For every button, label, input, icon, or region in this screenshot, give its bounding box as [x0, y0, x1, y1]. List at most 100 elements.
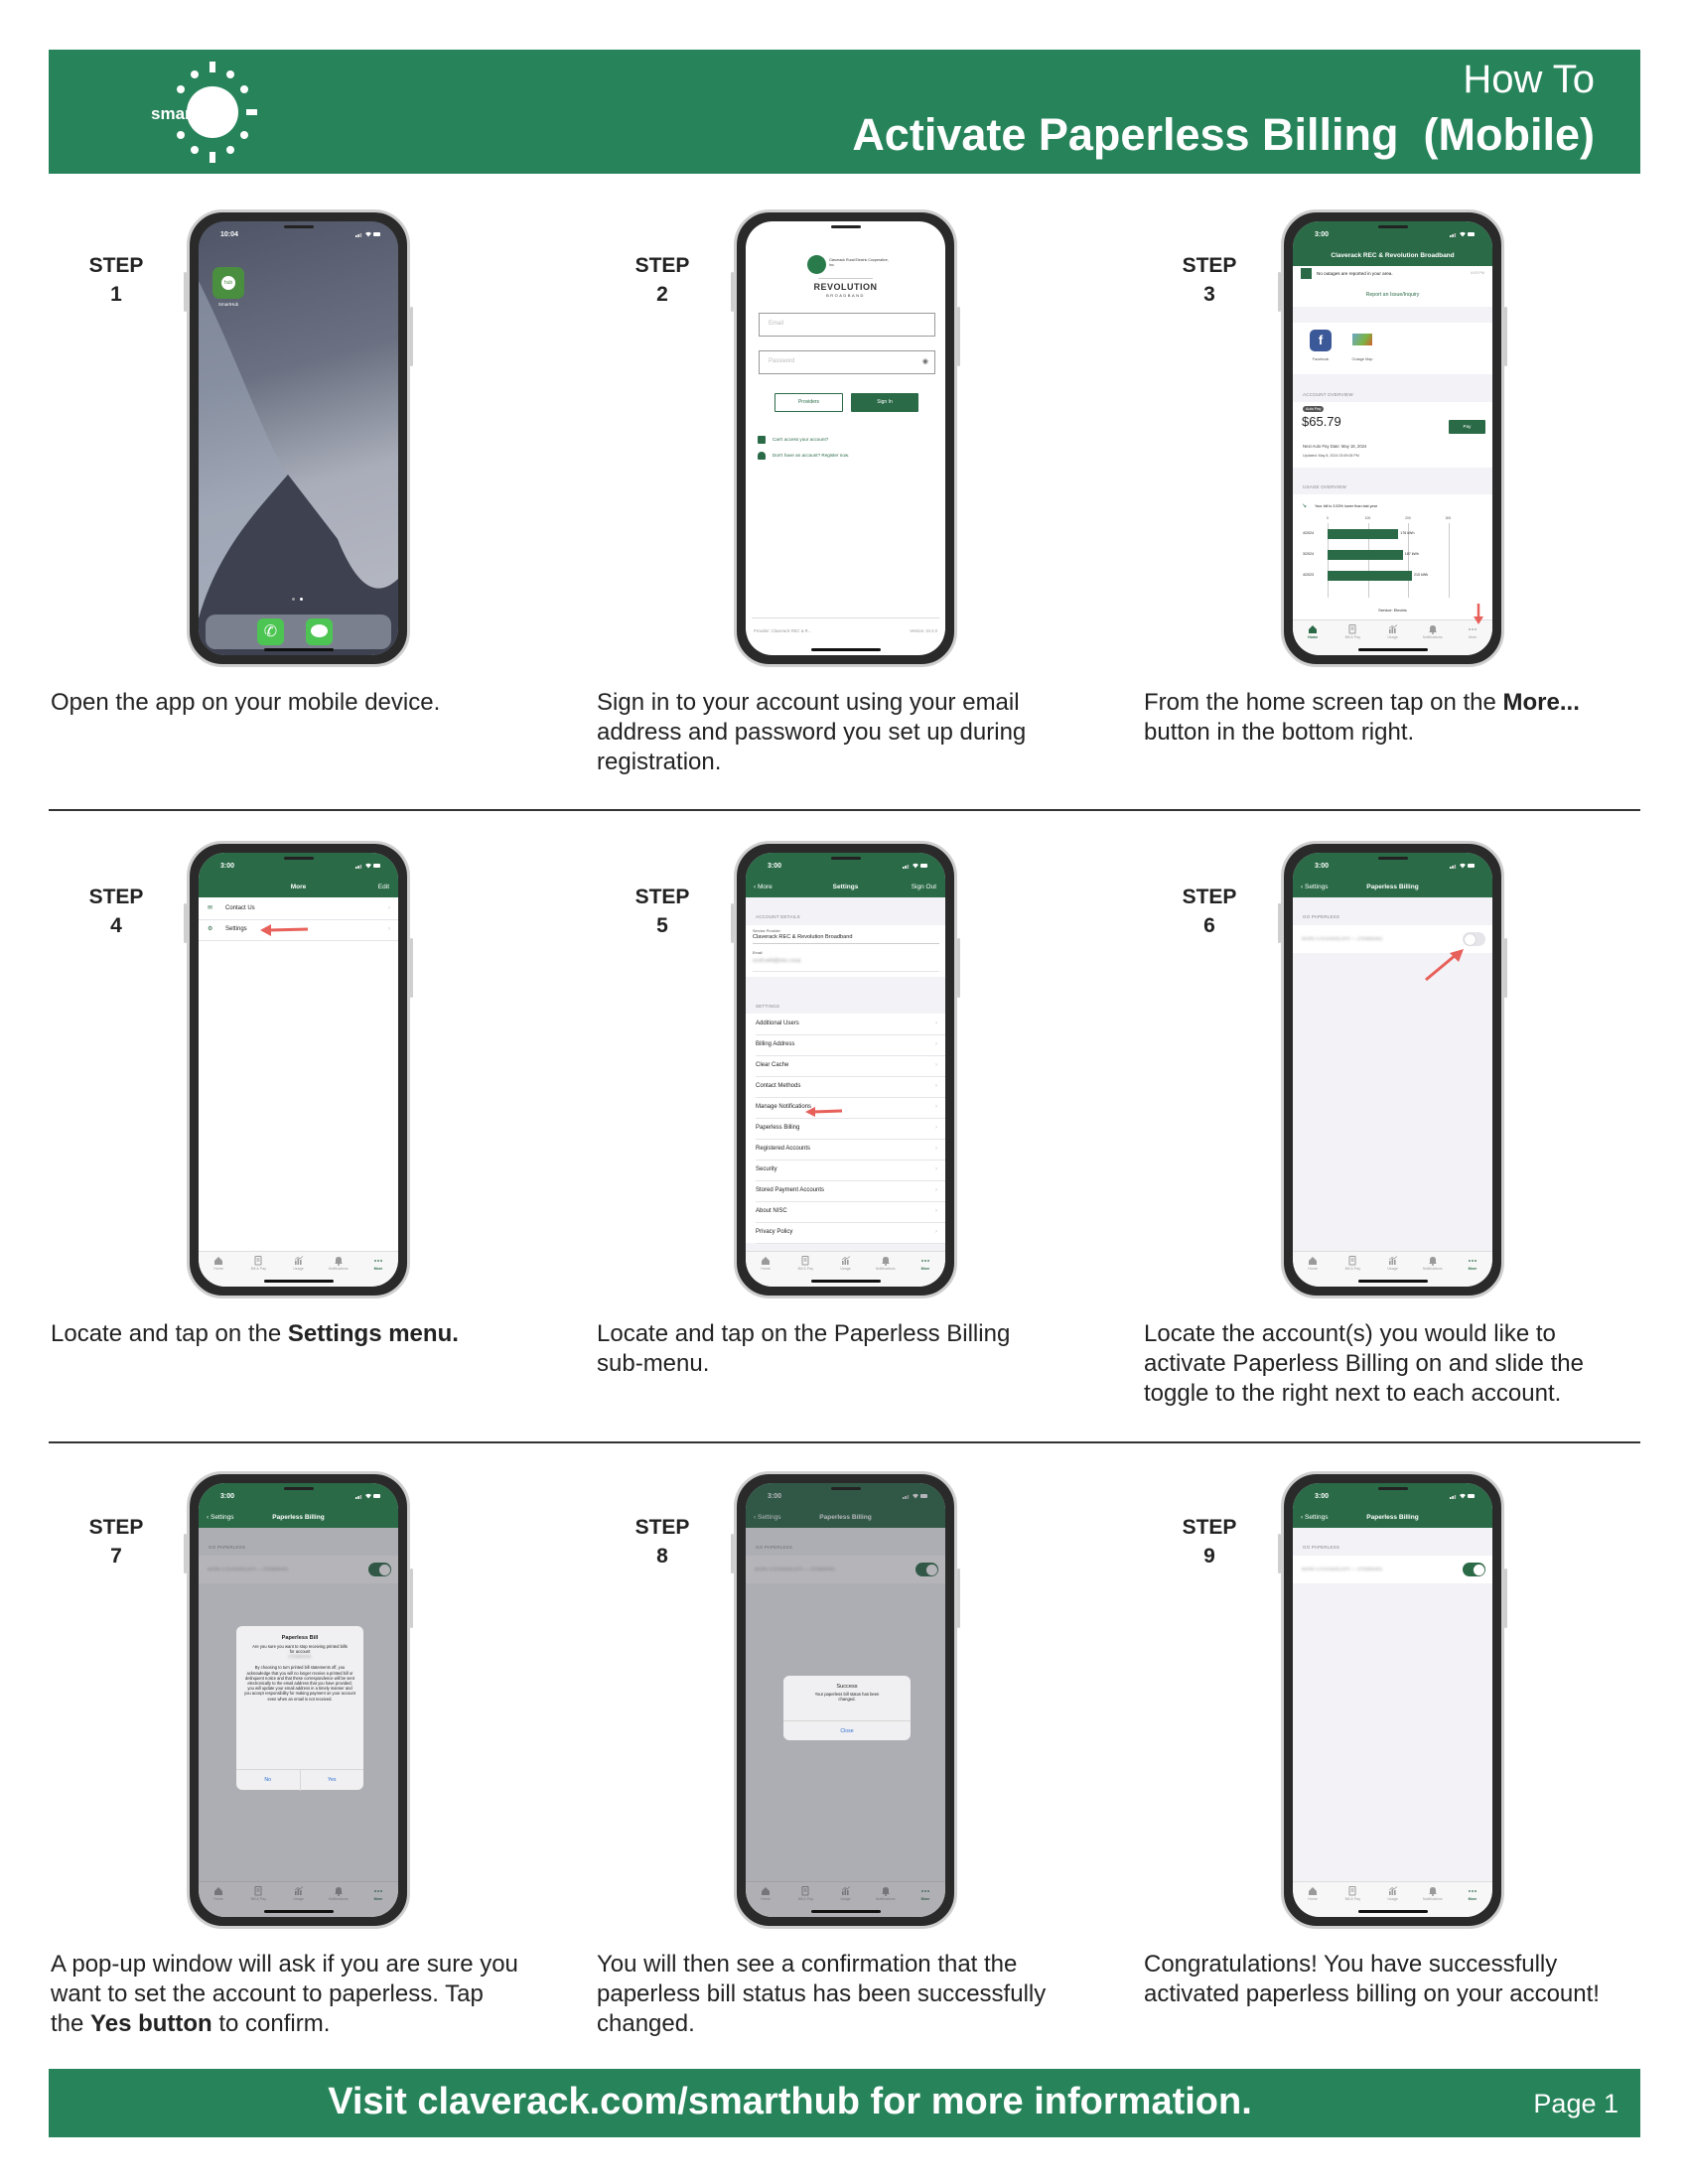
tab-usage[interactable]: Usage: [1372, 620, 1412, 655]
chevron-right-icon: ›: [388, 905, 390, 911]
tab-more[interactable]: More: [1453, 1252, 1492, 1287]
close-button[interactable]: Close: [783, 1720, 911, 1741]
tab-home[interactable]: Home: [1293, 620, 1333, 655]
menu-item-settings[interactable]: ⚙Settings›: [199, 919, 398, 941]
tab-label: Bill & Pay: [1344, 1267, 1360, 1271]
tab-home[interactable]: Home: [1293, 1882, 1333, 1917]
tab-home[interactable]: Home: [199, 1252, 238, 1287]
tab-notifications[interactable]: Notifications: [1413, 1252, 1453, 1287]
account-name: MARK S EVANGELISTI — 2703800401: [1302, 1567, 1383, 1571]
settings-item-stored-payment-accounts[interactable]: Stored Payment Accounts›: [756, 1180, 945, 1202]
paperless-toggle[interactable]: [1463, 932, 1485, 946]
cant-access-link[interactable]: Can't access your account?: [773, 437, 829, 442]
tab-usage[interactable]: Usage: [278, 1882, 318, 1917]
tab-usage[interactable]: Usage: [825, 1882, 865, 1917]
tab-bill-pay[interactable]: Bill & Pay: [238, 1252, 278, 1287]
settings-item-manage-notifications[interactable]: Manage Notifications›: [756, 1097, 945, 1119]
home-indicator[interactable]: [1358, 648, 1428, 651]
tab-bill-pay[interactable]: Bill & Pay: [238, 1882, 278, 1917]
smarthub-app-icon[interactable]: hub: [212, 267, 244, 299]
password-input[interactable]: Password ◉: [759, 350, 935, 374]
caption-emphasis: Yes button: [90, 2010, 212, 2037]
tab-usage[interactable]: Usage: [825, 1252, 865, 1287]
signal-wifi-battery-icon: [355, 863, 381, 871]
tab-usage[interactable]: Usage: [1372, 1882, 1412, 1917]
email-input[interactable]: Email: [759, 313, 935, 337]
tab-more[interactable]: More: [358, 1252, 398, 1287]
sign-in-button[interactable]: Sign In: [851, 393, 918, 412]
back-button[interactable]: ‹ Settings: [1301, 1514, 1329, 1521]
back-button[interactable]: ‹ Settings: [754, 1514, 781, 1521]
footer-link-text[interactable]: Visit claverack.com/smarthub for more in…: [328, 2081, 1252, 2122]
tab-notifications[interactable]: Notifications: [1413, 620, 1453, 655]
settings-item-privacy-policy[interactable]: Privacy Policy›: [756, 1222, 945, 1244]
settings-item-registered-accounts[interactable]: Registered Accounts›: [756, 1139, 945, 1160]
tab-home[interactable]: Home: [199, 1882, 238, 1917]
home-indicator[interactable]: [811, 1910, 881, 1913]
tab-bill-pay[interactable]: Bill & Pay: [1333, 620, 1372, 655]
register-link[interactable]: Don't have an account? Register now.: [773, 453, 850, 458]
bell-icon: [881, 1257, 890, 1266]
yes-button[interactable]: Yes: [328, 1777, 337, 1783]
tab-more[interactable]: More: [906, 1252, 945, 1287]
menu-item-contact-us[interactable]: ✉Contact Us›: [199, 898, 398, 920]
report-issue-link[interactable]: Report an Issue/Inquiry: [1365, 292, 1420, 298]
phone-app-icon[interactable]: ✆: [257, 618, 284, 645]
eye-slash-icon[interactable]: ◉: [921, 358, 928, 365]
gridline: [1367, 523, 1369, 598]
settings-item-clear-cache[interactable]: Clear Cache›: [756, 1055, 945, 1077]
home-indicator[interactable]: [1358, 1910, 1428, 1913]
settings-item-security[interactable]: Security›: [756, 1160, 945, 1181]
tab-home[interactable]: Home: [746, 1882, 785, 1917]
tab-more[interactable]: More: [1453, 1882, 1492, 1917]
dialog-title: Success: [836, 1684, 858, 1690]
tab-home[interactable]: Home: [746, 1252, 785, 1287]
tab-bill-pay[interactable]: Bill & Pay: [1333, 1882, 1372, 1917]
settings-item-billing-address[interactable]: Billing Address›: [756, 1034, 945, 1056]
facebook-icon[interactable]: f: [1310, 330, 1332, 351]
tab-bill-pay[interactable]: Bill & Pay: [1333, 1252, 1372, 1287]
back-button[interactable]: ‹ Settings: [1301, 884, 1329, 890]
home-indicator[interactable]: [264, 1910, 334, 1913]
tab-bill-pay[interactable]: Bill & Pay: [785, 1252, 825, 1287]
home-indicator[interactable]: [811, 648, 881, 651]
messages-app-icon[interactable]: [306, 618, 333, 645]
tab-more[interactable]: More: [358, 1882, 398, 1917]
tab-more[interactable]: More: [906, 1882, 945, 1917]
home-indicator[interactable]: [264, 648, 334, 651]
tab-usage[interactable]: Usage: [278, 1252, 318, 1287]
home-indicator[interactable]: [811, 1280, 881, 1283]
settings-item-additional-users[interactable]: Additional Users›: [756, 1014, 945, 1035]
tab-notifications[interactable]: Notifications: [866, 1882, 906, 1917]
pay-button[interactable]: Pay: [1449, 420, 1485, 434]
edit-button[interactable]: Edit: [377, 884, 389, 890]
settings-item-about-nisc[interactable]: About NISC›: [756, 1201, 945, 1223]
nav-title: Paperless Billing: [1366, 1514, 1419, 1521]
tab-bill-pay[interactable]: Bill & Pay: [785, 1882, 825, 1917]
sign-out-button[interactable]: Sign Out: [911, 884, 936, 890]
no-button[interactable]: No: [236, 1770, 301, 1791]
tab-notifications[interactable]: Notifications: [319, 1882, 358, 1917]
usage-card: ↘ Your bill is 3.53% lower than last yea…: [1293, 494, 1492, 620]
back-button[interactable]: ‹ Settings: [207, 1514, 234, 1521]
tab-notifications[interactable]: Notifications: [319, 1252, 358, 1287]
settings-item-paperless-billing[interactable]: Paperless Billing›: [756, 1118, 945, 1140]
red-arrow-down: [1474, 604, 1483, 624]
tab-usage[interactable]: Usage: [1372, 1252, 1412, 1287]
email-placeholder: Email: [769, 321, 784, 327]
next-autopay-date: Next Auto Pay Date: May 18, 2024: [1303, 444, 1367, 449]
tab-notifications[interactable]: Notifications: [1413, 1882, 1453, 1917]
paperless-toggle[interactable]: [368, 1563, 391, 1576]
home-indicator[interactable]: [264, 1280, 334, 1283]
home-indicator[interactable]: [1358, 1280, 1428, 1283]
tab-more[interactable]: More: [1453, 620, 1492, 655]
tab-home[interactable]: Home: [1293, 1252, 1333, 1287]
providers-button[interactable]: Providers: [774, 393, 843, 412]
back-button[interactable]: ‹ More: [754, 884, 773, 890]
settings-item-contact-methods[interactable]: Contact Methods›: [756, 1076, 945, 1098]
tab-notifications[interactable]: Notifications: [866, 1252, 906, 1287]
paperless-toggle[interactable]: [1463, 1563, 1485, 1576]
paperless-toggle[interactable]: [915, 1563, 938, 1576]
outage-map-icon[interactable]: [1352, 334, 1372, 345]
